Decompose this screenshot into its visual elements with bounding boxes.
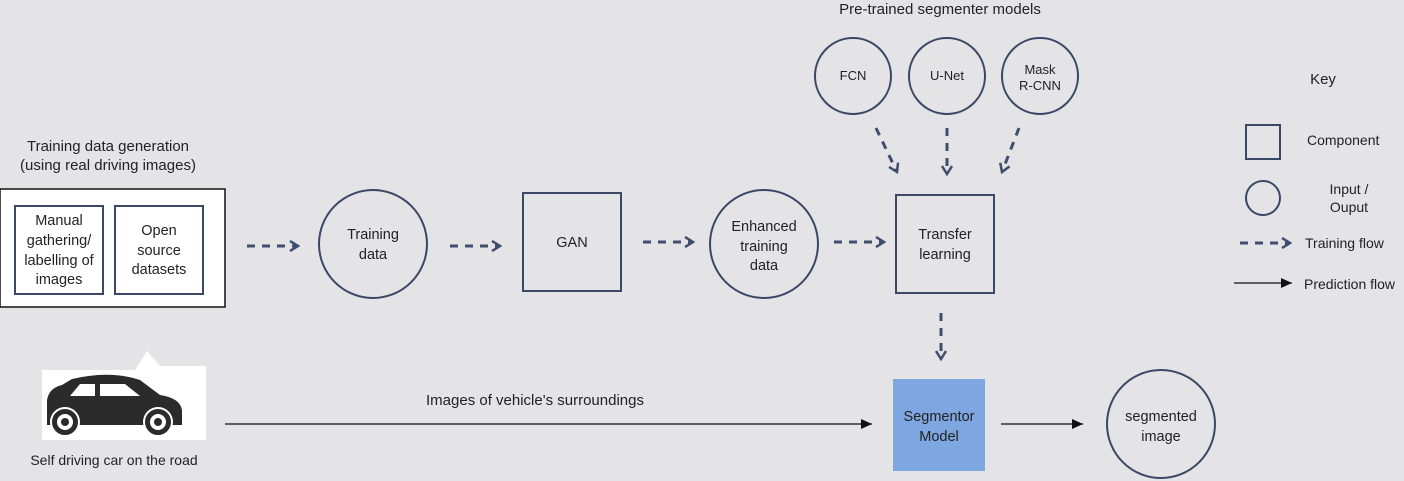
- training-gen-title-2: (using real driving images): [20, 157, 196, 174]
- gan-label: GAN: [556, 235, 587, 251]
- model-mask-rcnn: Mask R-CNN: [1001, 37, 1079, 115]
- training-data-label-1: Training: [347, 227, 399, 243]
- enhanced-label-3: data: [750, 258, 779, 274]
- open-label-2: source: [137, 243, 181, 259]
- key-title: Key: [1310, 71, 1336, 88]
- open-label-3: datasets: [132, 262, 187, 278]
- self-driving-car-image: [42, 351, 206, 440]
- manual-label-2: gathering/: [27, 233, 92, 249]
- key-component-swatch: [1245, 124, 1281, 160]
- key-training-flow-label: Training flow: [1305, 235, 1385, 251]
- segmented-label-1: segmented: [1125, 409, 1197, 425]
- training-data-label-2: data: [359, 247, 388, 263]
- transfer-learning-node: Transfer learning: [895, 194, 995, 294]
- key-io-label-1: Input /: [1330, 181, 1369, 197]
- segmentor-model-node: Segmentor Model: [893, 379, 985, 471]
- segmented-image-node: segmented image: [1106, 369, 1216, 479]
- key-io-label-2: Ouput: [1330, 199, 1368, 215]
- fcn-to-transfer-arrow: [874, 127, 897, 172]
- model-fcn: FCN: [814, 37, 892, 115]
- key-io-swatch: [1245, 180, 1281, 216]
- gan-node: GAN: [522, 192, 622, 292]
- training-data-generation-box: Manual gathering/ labelling of images Op…: [0, 188, 226, 308]
- manual-label-3: labelling of: [24, 253, 94, 269]
- segmented-label-2: image: [1141, 429, 1181, 445]
- training-gen-title-1: Training data generation: [27, 138, 189, 155]
- enhanced-training-data-node: Enhanced training data: [709, 189, 819, 299]
- model-unet-label: U-Net: [930, 68, 964, 83]
- transfer-label-2: learning: [919, 247, 971, 263]
- enhanced-label-1: Enhanced: [731, 219, 796, 235]
- manual-label-1: Manual: [35, 213, 83, 229]
- model-mask-label-1: Mask: [1024, 62, 1056, 77]
- model-unet: U-Net: [908, 37, 986, 115]
- model-mask-label-2: R-CNN: [1019, 78, 1061, 93]
- flow-label: Images of vehicle's surroundings: [426, 392, 644, 409]
- model-fcn-label: FCN: [840, 68, 867, 83]
- pretrained-models-title: Pre-trained segmenter models: [839, 1, 1041, 18]
- key-prediction-flow-label: Prediction flow: [1304, 276, 1396, 292]
- open-label-1: Open: [141, 223, 176, 239]
- mask-to-transfer-arrow: [1002, 127, 1021, 172]
- manual-label-4: images: [36, 272, 83, 288]
- segmentor-label-2: Model: [919, 429, 959, 445]
- enhanced-label-2: training: [740, 239, 788, 255]
- car-caption: Self driving car on the road: [30, 452, 197, 468]
- key-legend: Key Component Input / Ouput Training flo…: [1234, 71, 1396, 292]
- transfer-label-1: Transfer: [918, 227, 972, 243]
- key-component-label: Component: [1307, 132, 1379, 148]
- segmentor-label-1: Segmentor: [904, 409, 975, 425]
- training-data-node: Training data: [318, 189, 428, 299]
